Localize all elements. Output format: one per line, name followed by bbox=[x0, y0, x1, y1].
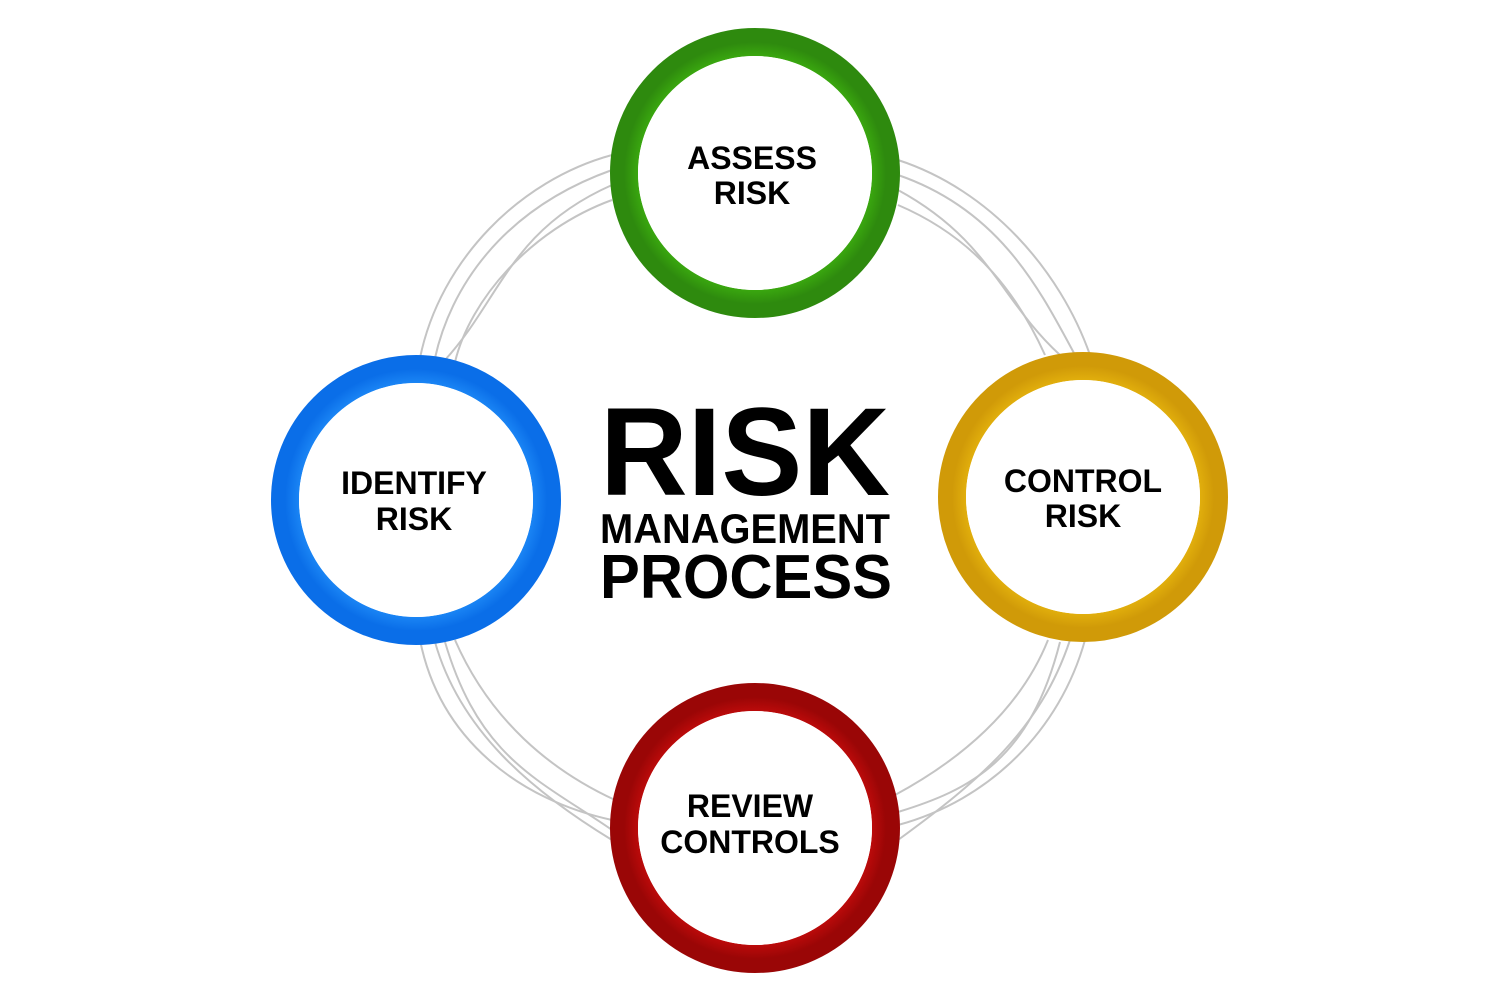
step-label-line1: CONTROL bbox=[1004, 463, 1162, 499]
step-assess-risk: ASSESS RISK bbox=[610, 28, 900, 318]
step-label-line2: RISK bbox=[1045, 498, 1121, 534]
title-risk: RISK bbox=[600, 383, 890, 522]
step-identify-risk: IDENTIFY RISK bbox=[271, 355, 561, 645]
step-label-line2: CONTROLS bbox=[660, 824, 840, 860]
step-label-line2: RISK bbox=[714, 175, 790, 211]
step-label-line1: ASSESS bbox=[687, 140, 817, 176]
step-label-line2: RISK bbox=[376, 501, 452, 537]
step-label-line1: IDENTIFY bbox=[341, 465, 487, 501]
step-label-line1: REVIEW bbox=[687, 788, 814, 824]
title-management: MANAGEMENT bbox=[600, 505, 890, 552]
title-process: PROCESS bbox=[600, 543, 892, 612]
connector-lines bbox=[419, 154, 1091, 841]
step-control-risk: CONTROL RISK bbox=[938, 352, 1228, 642]
step-review-controls: REVIEW CONTROLS bbox=[610, 683, 900, 973]
center-title: RISK MANAGEMENT PROCESS bbox=[600, 383, 892, 612]
